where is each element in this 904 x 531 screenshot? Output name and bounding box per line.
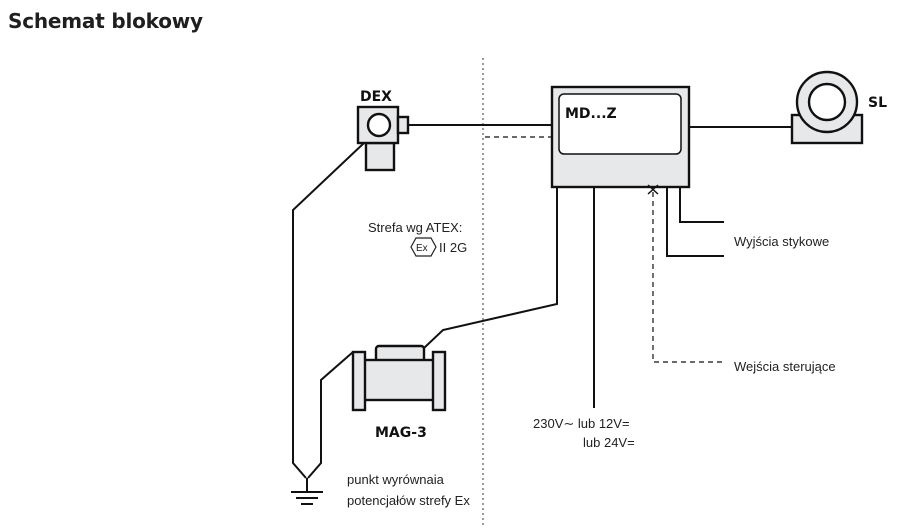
mag3-ground-wire — [307, 351, 354, 479]
output-wire-2 — [666, 187, 724, 257]
input-arrow-icon — [647, 184, 659, 195]
power-label-line1: 230V∼ lub 12V= — [533, 416, 630, 431]
outputs-label: Wyjścia stykowe — [734, 234, 829, 249]
sl-label: SL — [868, 95, 887, 111]
mdz-label: MD...Z — [565, 106, 617, 122]
dex-detector — [356, 105, 410, 172]
mag3-label: MAG-3 — [375, 425, 427, 441]
mdz-mag3-wire — [423, 187, 558, 349]
ground-label-line2: potencjałów strefy Ex — [347, 493, 470, 508]
mdz-controller — [550, 85, 691, 189]
power-label-line2: lub 24V= — [583, 435, 635, 450]
ex-mark-icon: Ex — [410, 237, 437, 257]
ground-icon — [291, 491, 323, 505]
atex-zone-class: II 2G — [439, 240, 467, 255]
ex-mark-text: Ex — [416, 243, 428, 254]
output-wire-1 — [679, 187, 724, 223]
dex-ground-wire — [292, 142, 365, 479]
page-title: Schemat blokowy — [8, 9, 203, 33]
atex-zone-label: Strefa wg ATEX: — [368, 220, 462, 235]
mag3-valve — [351, 344, 447, 412]
sl-signaller — [790, 70, 864, 145]
ground-label-line1: punkt wyrównaia — [347, 472, 445, 487]
dex-label: DEX — [360, 89, 392, 105]
input-wire — [652, 192, 724, 363]
inputs-label: Wejścia sterujące — [734, 359, 836, 374]
